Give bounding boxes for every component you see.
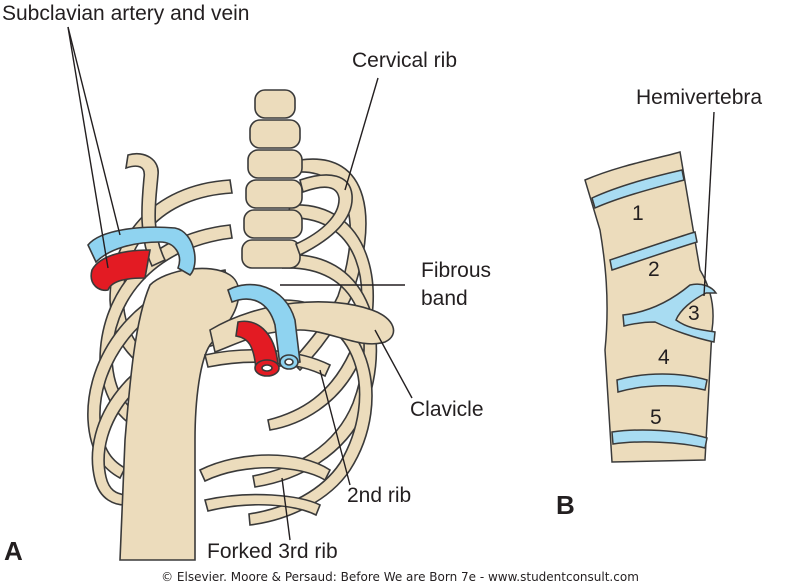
disc-2 <box>609 231 698 271</box>
vertebra-label-2: 2 <box>648 258 660 281</box>
subclavian-artery-left <box>90 249 151 292</box>
label-cervical-rib: Cervical rib <box>352 49 458 72</box>
subclavian-vessels-right <box>227 283 301 377</box>
spine-segment <box>584 151 718 463</box>
vertebra-label-3: 3 <box>688 302 700 325</box>
disc-3-fork <box>622 283 718 343</box>
disc-1 <box>591 169 685 210</box>
leader-lines-a <box>67 26 413 541</box>
label-2nd-rib: 2nd rib <box>347 484 412 507</box>
subclavian-vein-left <box>87 226 196 277</box>
label-hemivertebra: Hemivertebra <box>636 86 763 109</box>
panel-label-b: B <box>556 490 575 520</box>
label-forked-3rd-rib: Forked 3rd rib <box>207 540 338 563</box>
disc-4 <box>616 373 708 393</box>
subclavian-vessels-left <box>87 226 196 292</box>
vertebra-label-5: 5 <box>650 406 662 429</box>
copyright-credit: © Elsevier. Moore & Persaud: Before We a… <box>161 570 639 584</box>
label-clavicle: Clavicle <box>410 398 484 421</box>
label-subclavian-artery-and-vein: Subclavian artery and vein <box>2 2 250 25</box>
panel-label-a: A <box>4 536 23 566</box>
forked-third-rib <box>198 454 332 483</box>
disc-5 <box>611 429 708 449</box>
vertebra-label-4: 4 <box>658 346 670 369</box>
rib-cage-drawing <box>87 89 395 561</box>
vertebra-label-1: 1 <box>632 202 644 225</box>
subclavian-vein-right <box>227 283 301 367</box>
label-fibrous-band-line2: band <box>421 287 468 310</box>
sternum <box>119 267 240 561</box>
leader-line-hemivertebra <box>703 111 715 297</box>
label-fibrous-band-line1: Fibrous <box>421 259 492 282</box>
vertebral-column <box>241 89 303 269</box>
